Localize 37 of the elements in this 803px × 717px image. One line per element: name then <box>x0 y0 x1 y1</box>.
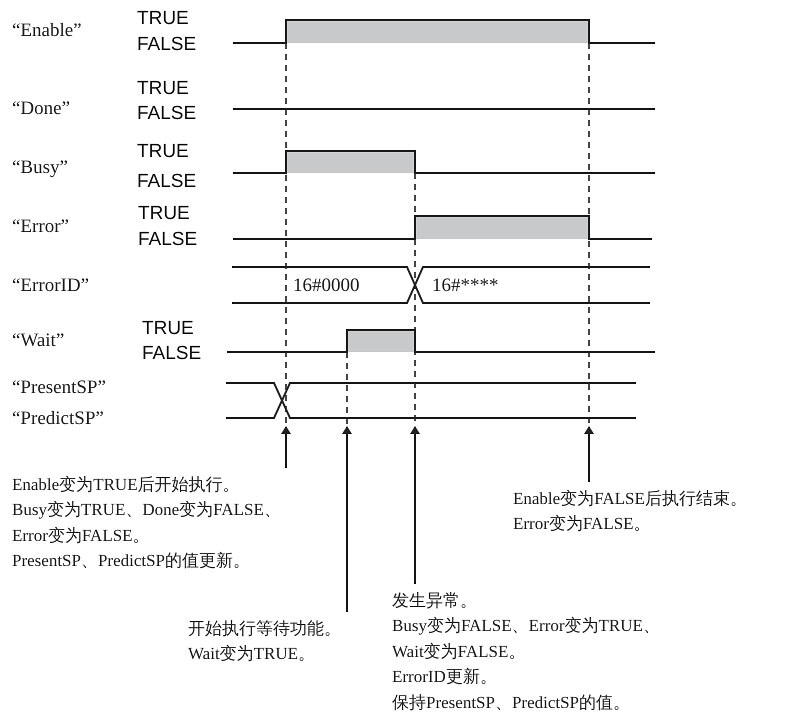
note-text: Wait变为TRUE。 <box>188 643 316 666</box>
bus-value: 16#0000 <box>293 276 360 295</box>
level-label: TRUE <box>142 319 194 338</box>
signal-name: “Error” <box>12 217 69 236</box>
note-text: Busy变为FALSE、Error变为TRUE、 <box>392 615 660 638</box>
note-text: ErrorID更新。 <box>392 666 498 688</box>
note-text: Busy变为TRUE、Done变为FALSE、 <box>12 499 281 522</box>
level-label: TRUE <box>137 9 189 28</box>
note-text: Error变为FALSE。 <box>12 524 151 547</box>
note-text: Enable变为FALSE后执行结束。 <box>513 488 747 510</box>
note-text: 保持PresentSP、PredictSP的值。 <box>392 692 632 714</box>
level-label: TRUE <box>138 204 190 223</box>
arrow <box>281 426 291 468</box>
note-text: Error变为FALSE。 <box>513 513 652 536</box>
signal-name: “Busy” <box>12 158 68 177</box>
note-text: Enable变为TRUE后开始执行。 <box>12 474 241 496</box>
bus-value: 16#**** <box>432 276 498 295</box>
level-label: FALSE <box>138 230 198 249</box>
level-label: FALSE <box>137 35 196 54</box>
signal-name: “Done” <box>12 99 70 118</box>
signal-name: “PresentSP” <box>12 378 106 397</box>
level-label: TRUE <box>137 79 189 98</box>
signal-name: “PredictSP” <box>12 409 104 428</box>
note-text: 开始执行等待功能。 <box>188 618 341 640</box>
note-text: Wait变为FALSE。 <box>392 640 526 663</box>
arrow <box>410 426 420 584</box>
note-text: 发生异常。 <box>392 590 478 612</box>
signal-name: “Wait” <box>12 331 64 350</box>
level-label: FALSE <box>137 172 196 191</box>
level-label: TRUE <box>137 142 189 161</box>
arrow <box>584 426 594 482</box>
signal-name: “Enable” <box>12 21 82 40</box>
level-label: FALSE <box>142 344 202 363</box>
arrow <box>342 426 352 612</box>
note-text: PresentSP、PredictSP的值更新。 <box>12 550 252 572</box>
level-label: FALSE <box>137 104 196 123</box>
signal-name: “ErrorID” <box>12 276 90 295</box>
